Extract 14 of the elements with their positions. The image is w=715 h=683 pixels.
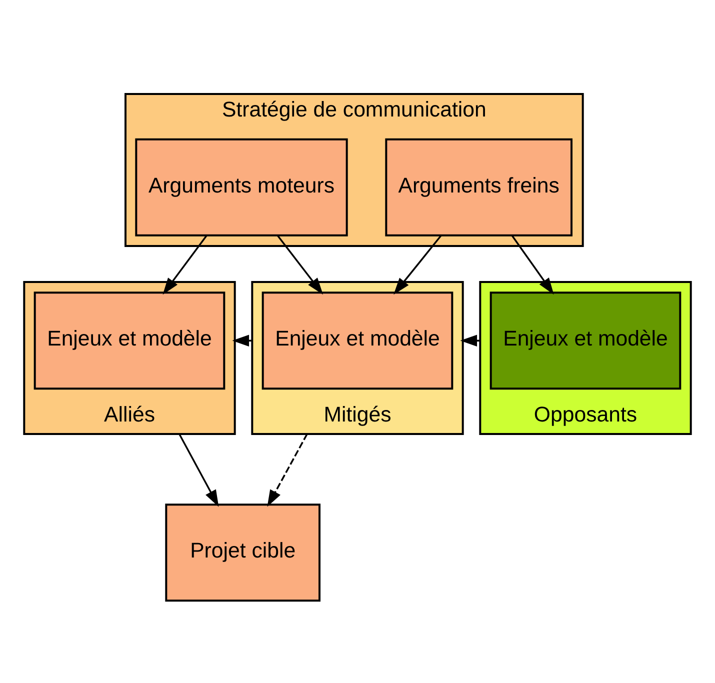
arrow bbox=[267, 433, 308, 506]
arrow bbox=[460, 334, 480, 346]
arrow bbox=[394, 234, 442, 294]
arrow bbox=[178, 433, 219, 506]
arrow bbox=[276, 234, 324, 294]
node-box: Enjeux et modèle bbox=[34, 291, 226, 390]
arrow bbox=[162, 234, 208, 294]
arrow bbox=[232, 334, 252, 346]
node-box: Projet cible bbox=[165, 503, 320, 602]
node-box: Arguments moteurs bbox=[135, 138, 348, 236]
node-box: Enjeux et modèle bbox=[490, 291, 682, 390]
node-box: Enjeux et modèle bbox=[262, 291, 454, 390]
node-box: Arguments freins bbox=[385, 138, 572, 236]
arrow bbox=[511, 234, 554, 294]
